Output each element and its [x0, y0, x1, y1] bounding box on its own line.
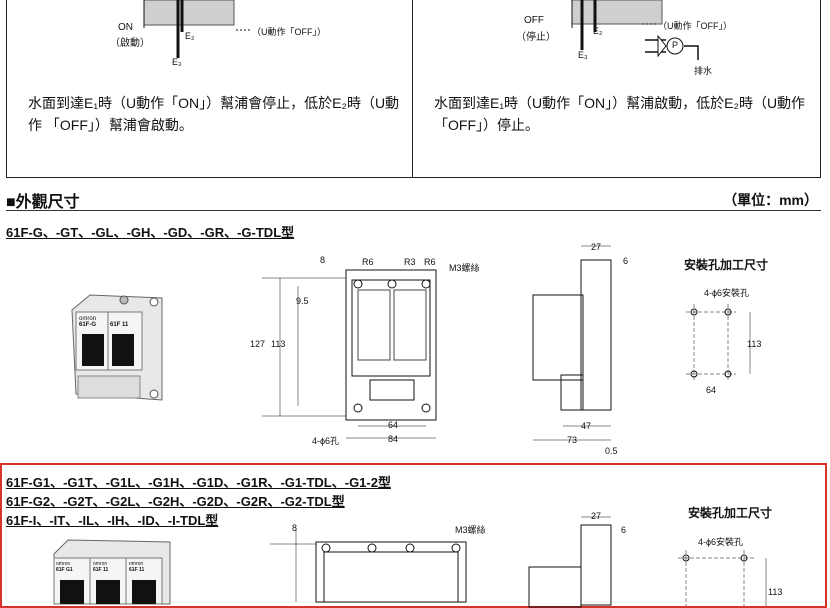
mount-pattern-1	[686, 304, 751, 382]
pump-p-label: P	[672, 40, 679, 50]
left-level-diagram	[143, 0, 250, 58]
mount-holes-1: 4-ϕ6安裝孔	[704, 288, 750, 298]
section-rule	[6, 210, 821, 211]
dim-113: 113	[271, 339, 286, 349]
mount-holes-2: 4-ϕ6安裝孔	[698, 537, 744, 547]
device1-model-a: 61F-G	[79, 322, 97, 328]
mount-113-2: 113	[768, 587, 783, 597]
device1-brand: omron	[79, 316, 97, 322]
dim-8-g2: 8	[292, 523, 298, 533]
front-view-1	[262, 269, 437, 439]
device2-brand-b: omron	[93, 561, 108, 567]
device2-model-a: 61F G1	[56, 567, 73, 573]
dim-127: 127	[250, 339, 266, 349]
drain-label: 排水	[694, 66, 713, 76]
off-label: OFF	[524, 15, 544, 26]
dim-6: 6	[623, 256, 629, 266]
device2-model-c: 61F 11	[129, 567, 145, 573]
e2-label-right: E₂	[593, 26, 603, 36]
dim-27-g2: 27	[591, 511, 602, 521]
diagram-table-frame	[6, 0, 821, 178]
mount-pattern-2	[678, 550, 767, 606]
mount-113-1: 113	[747, 339, 762, 349]
dim-47: 47	[581, 421, 592, 431]
dim-9-5: 9.5	[296, 296, 309, 306]
dim-64: 64	[388, 420, 399, 430]
dim-73: 73	[567, 435, 578, 445]
dim-r3: R3	[404, 257, 416, 267]
m3-screw-label: M3螺絲	[449, 263, 480, 273]
dim-r6-right: R6	[424, 257, 436, 267]
right-description: 水面到達E₁時（U動作「ON」）幫浦啟動，低於E₂時（U動作 「OFF」）停止。	[434, 95, 806, 133]
front-view-2	[270, 528, 467, 603]
e3-label-right: E₃	[578, 50, 588, 60]
relay-photo-2	[53, 539, 171, 605]
dim-84: 84	[388, 434, 399, 444]
dim-6-g2: 6	[621, 525, 627, 535]
model-list-2c: 61F-I、-IT、-IL、-IH、-ID、-I-TDL型	[6, 513, 219, 528]
unit-label: （單位：mm）	[723, 192, 818, 208]
dim-8: 8	[320, 255, 326, 265]
device2-brand-c: omron	[129, 561, 144, 567]
side-view-2	[528, 516, 612, 608]
dim-r6-left: R6	[362, 257, 374, 267]
device2-brand-a: omron	[56, 561, 71, 567]
left-description: 水面到達E₁時（U動作「ON」）幫浦會停止，低於E₂時（U動 作 「OFF」）幫…	[28, 95, 400, 133]
off-sublabel: （停止）	[516, 32, 556, 43]
dim-27: 27	[591, 242, 602, 252]
dim-0-5: 0.5	[605, 446, 618, 456]
mount-title-2: 安裝孔加工尺寸	[688, 506, 773, 520]
table-divider	[412, 0, 413, 177]
model-list-1: 61F-G、-GT、-GL、-GH、-GD、-GR、-G-TDL型	[6, 225, 295, 240]
device2-model-b: 61F 11	[93, 567, 109, 573]
on-label: ON	[118, 22, 133, 33]
model-list-2b: 61F-G2、-G2T、-G2L、-G2H、-G2D、-G2R、-G2-TDL型	[6, 494, 345, 509]
model-list-2a: 61F-G1、-G1T、-G1L、-G1H、-G1D、-G1R、-G1-TDL、…	[6, 475, 391, 490]
relay-photo-1	[71, 294, 163, 401]
mount-title-1: 安裝孔加工尺寸	[684, 258, 769, 272]
section-title: ■外觀尺寸	[6, 194, 80, 211]
side-view-1	[532, 245, 612, 441]
on-sublabel: （啟動）	[110, 38, 150, 49]
e3-label: E₃	[172, 57, 182, 67]
e2-label: E₂	[185, 31, 195, 41]
u-off-label-right: （U動作「OFF」）	[658, 21, 732, 31]
device1-model-b: 61F 11	[110, 322, 129, 328]
mount-64-1: 64	[706, 385, 717, 395]
m3-screw-label-g2: M3螺絲	[455, 525, 486, 535]
hole-label: 4-ϕ6孔	[312, 436, 340, 446]
u-off-label: （U動作「OFF」）	[252, 27, 326, 37]
right-level-diagram	[571, 0, 699, 60]
